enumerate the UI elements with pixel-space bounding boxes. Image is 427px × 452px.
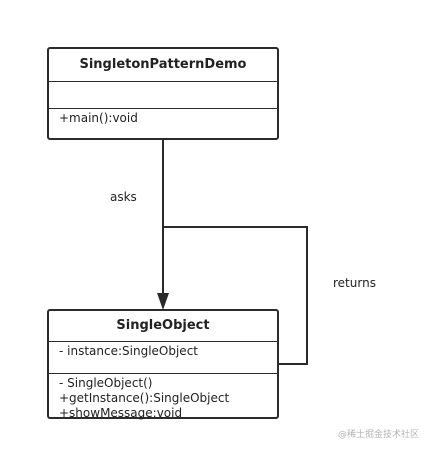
class-methods: - SingleObject() +getInstance():SingleOb… bbox=[49, 374, 277, 421]
asks-label: asks bbox=[110, 190, 137, 204]
attribute-instance: - instance:SingleObject bbox=[59, 344, 198, 358]
singleton-pattern-demo-class[interactable]: SingletonPatternDemo +main():void bbox=[47, 47, 279, 140]
method-main: +main():void bbox=[59, 111, 138, 125]
class-attributes: - instance:SingleObject bbox=[49, 342, 277, 374]
returns-label: returns bbox=[333, 276, 376, 290]
watermark: @稀土掘金技术社区 bbox=[337, 430, 419, 440]
asks-arrowhead bbox=[157, 293, 169, 310]
method-constructor: - SingleObject() bbox=[59, 376, 153, 390]
method-get-instance: +getInstance():SingleObject bbox=[59, 391, 230, 405]
class-name: SingleObject bbox=[49, 311, 277, 342]
returns-connector bbox=[163, 226, 308, 365]
method-show-message: +showMessage:void bbox=[59, 406, 183, 420]
class-name: SingletonPatternDemo bbox=[49, 49, 277, 82]
single-object-class[interactable]: SingleObject - instance:SingleObject - S… bbox=[47, 309, 279, 421]
class-methods: +main():void bbox=[49, 109, 277, 126]
class-attributes bbox=[49, 82, 277, 109]
